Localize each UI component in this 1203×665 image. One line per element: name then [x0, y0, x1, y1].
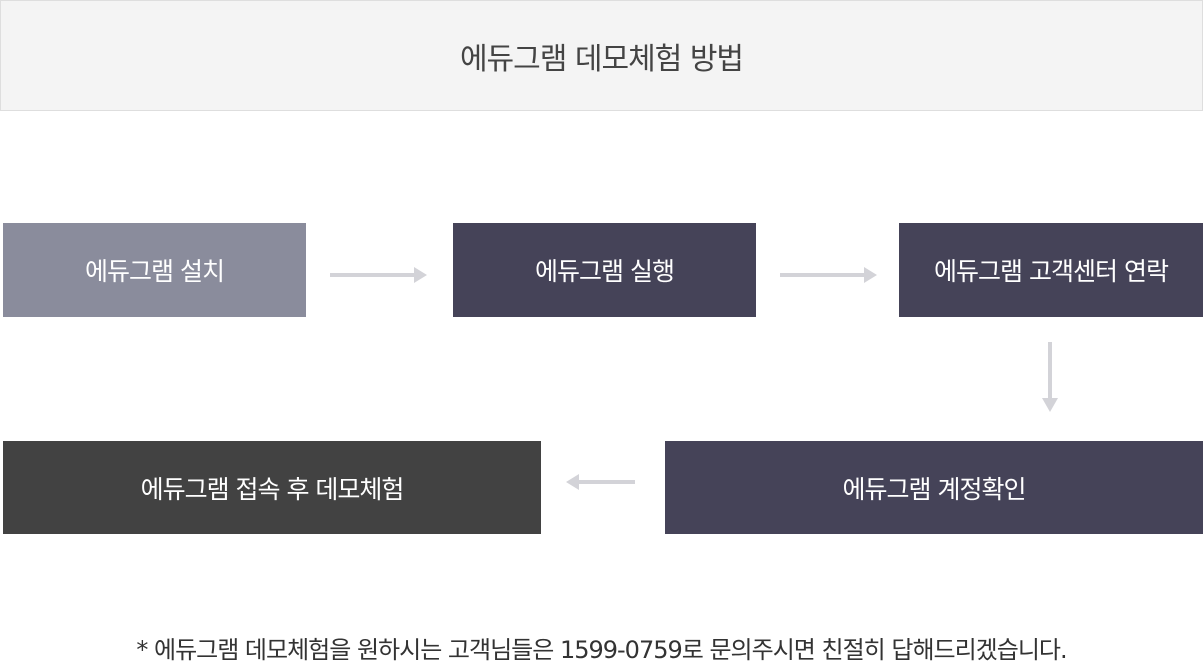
footnote: * 에듀그램 데모체험을 원하시는 고객님들은 1599-0759로 문의주시면…	[136, 636, 1067, 664]
arrow-right-icon	[780, 267, 877, 283]
step-run: 에듀그램 실행	[453, 223, 756, 317]
step-login-demo: 에듀그램 접속 후 데모체험	[3, 441, 541, 534]
page-title: 에듀그램 데모체험 방법	[459, 41, 744, 77]
step-label: 에듀그램 계정확인	[842, 474, 1027, 504]
arrow-down-icon	[1042, 342, 1058, 412]
step-label: 에듀그램 접속 후 데모체험	[140, 474, 405, 504]
arrow-right-icon	[330, 267, 427, 283]
step-contact-support: 에듀그램 고객센터 연락	[899, 223, 1203, 317]
step-label: 에듀그램 실행	[535, 257, 675, 286]
step-install: 에듀그램 설치	[3, 223, 306, 317]
step-label: 에듀그램 설치	[85, 257, 225, 286]
step-verify-account: 에듀그램 계정확인	[665, 441, 1203, 534]
arrow-left-icon	[566, 474, 635, 490]
step-label: 에듀그램 고객센터 연락	[934, 257, 1169, 286]
page-header: 에듀그램 데모체험 방법	[0, 0, 1203, 111]
